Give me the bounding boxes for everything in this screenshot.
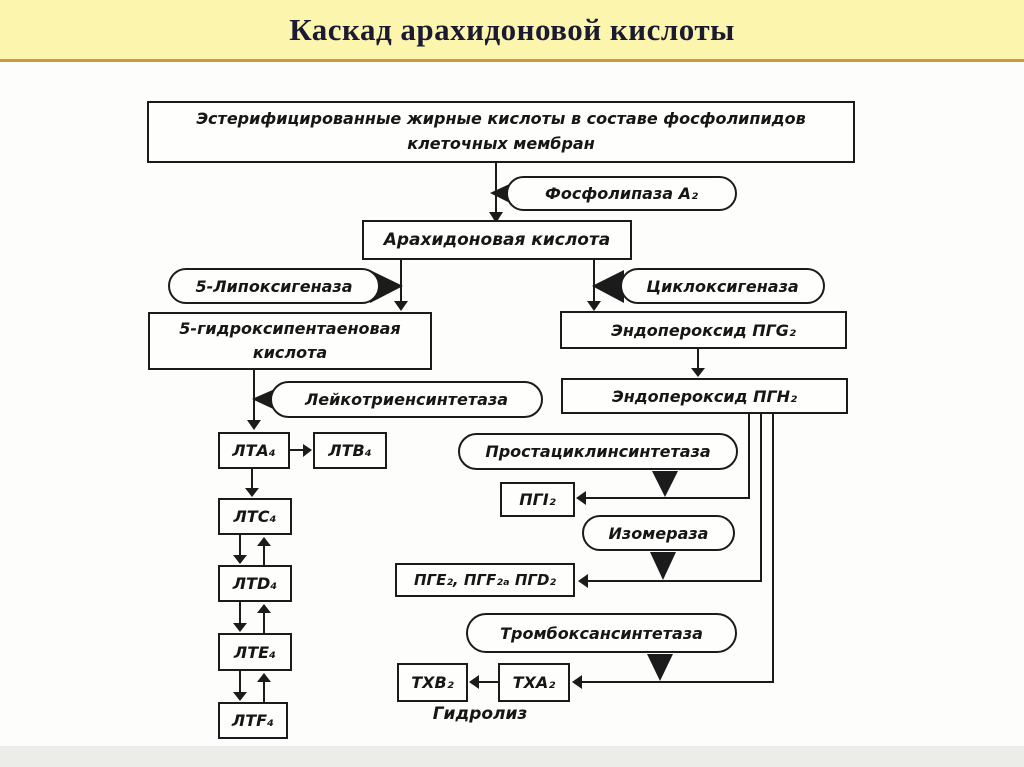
box-ltb4: ЛТВ₄ [313,432,387,469]
box-pge-pgf-pgd-label: ПГЕ₂, ПГF₂ₐ ПГD₂ [414,571,556,589]
oval-prostacyclin-synthetase-label: Простациклинсинтетаза [485,442,711,461]
box-lta4: ЛТА₄ [218,432,290,469]
box-pgi2-label: ПГI₂ [519,490,556,509]
box-ltc4: ЛТС₄ [218,498,292,535]
box-txb2-label: ТХВ₂ [411,673,454,692]
box-arachidonic-label: Арахидоновая кислота [383,230,611,250]
oval-phospholipase-a2-label: Фосфолипаза А₂ [544,184,699,203]
oval-5-lipoxygenase: 5-Липоксигеназа [168,268,380,304]
box-hydroxypentaenoic-acid: 5-гидроксипентаеновая кислота [148,312,432,370]
oval-cyclooxygenase-label: Циклоксигеназа [646,276,799,296]
box-ltf4: ЛТF₄ [218,702,288,739]
oval-phospholipase-a2: Фосфолипаза А₂ [506,176,737,211]
box-txa2: ТХА₂ [498,663,570,702]
oval-leukotriene-synthetase: Лейкотриенсинтетаза [270,381,543,418]
oval-isomerase: Изомераза [582,515,735,551]
oval-prostacyclin-synthetase: Простациклинсинтетаза [458,433,738,470]
box-txa2-label: ТХА₂ [512,673,556,692]
label-hydrolysis-text: Гидролиз [432,704,528,724]
title-band: Каскад арахидоновой кислоты [0,0,1024,62]
box-txb2: ТХВ₂ [397,663,468,702]
oval-5-lipoxygenase-label: 5-Липоксигеназа [195,276,353,296]
label-hydrolysis: Гидролиз [430,704,530,724]
box-pgh2: Эндопероксид ПГН₂ [561,378,848,414]
oval-isomerase-label: Изомераза [608,523,709,543]
footer-strip [0,746,1024,767]
box-lte4-label: ЛТЕ₄ [233,642,277,662]
box-lta4-label: ЛТА₄ [232,441,276,460]
box-ltd4: ЛТD₄ [218,565,292,602]
box-ltb4-label: ЛТВ₄ [328,441,372,460]
oval-cyclooxygenase: Циклоксигеназа [620,268,825,304]
oval-leukotriene-synthetase-label: Лейкотриенсинтетаза [304,390,509,409]
box-pge-pgf-pgd: ПГЕ₂, ПГF₂ₐ ПГD₂ [395,563,575,597]
slide-title: Каскад арахидоновой кислоты [289,12,735,47]
box-pgh2-label: Эндопероксид ПГН₂ [611,386,798,406]
box-esterified-line2: клеточных мембран [407,134,595,153]
box-pgi2: ПГI₂ [500,482,575,517]
box-pgg2: Эндопероксид ПГG₂ [560,311,847,349]
box-lte4: ЛТЕ₄ [218,633,292,671]
box-esterified-line1: Эстерифицированные жирные кислоты в сост… [196,109,806,129]
box-ltf4-label: ЛТF₄ [231,711,275,730]
oval-thromboxane-synthetase-label: Тромбоксансинтетаза [500,623,703,643]
box-hpete-line1: 5-гидроксипентаеновая [179,319,401,338]
box-ltc4-label: ЛТС₄ [233,507,277,526]
oval-thromboxane-synthetase: Тромбоксансинтетаза [466,613,737,653]
box-pgg2-label: Эндопероксид ПГG₂ [611,320,796,340]
box-ltd4-label: ЛТD₄ [232,574,278,593]
box-esterified-fatty-acids: Эстерифицированные жирные кислоты в сост… [147,101,855,163]
box-arachidonic-acid: Арахидоновая кислота [362,220,632,260]
box-hpete-line2: кислота [252,343,328,362]
